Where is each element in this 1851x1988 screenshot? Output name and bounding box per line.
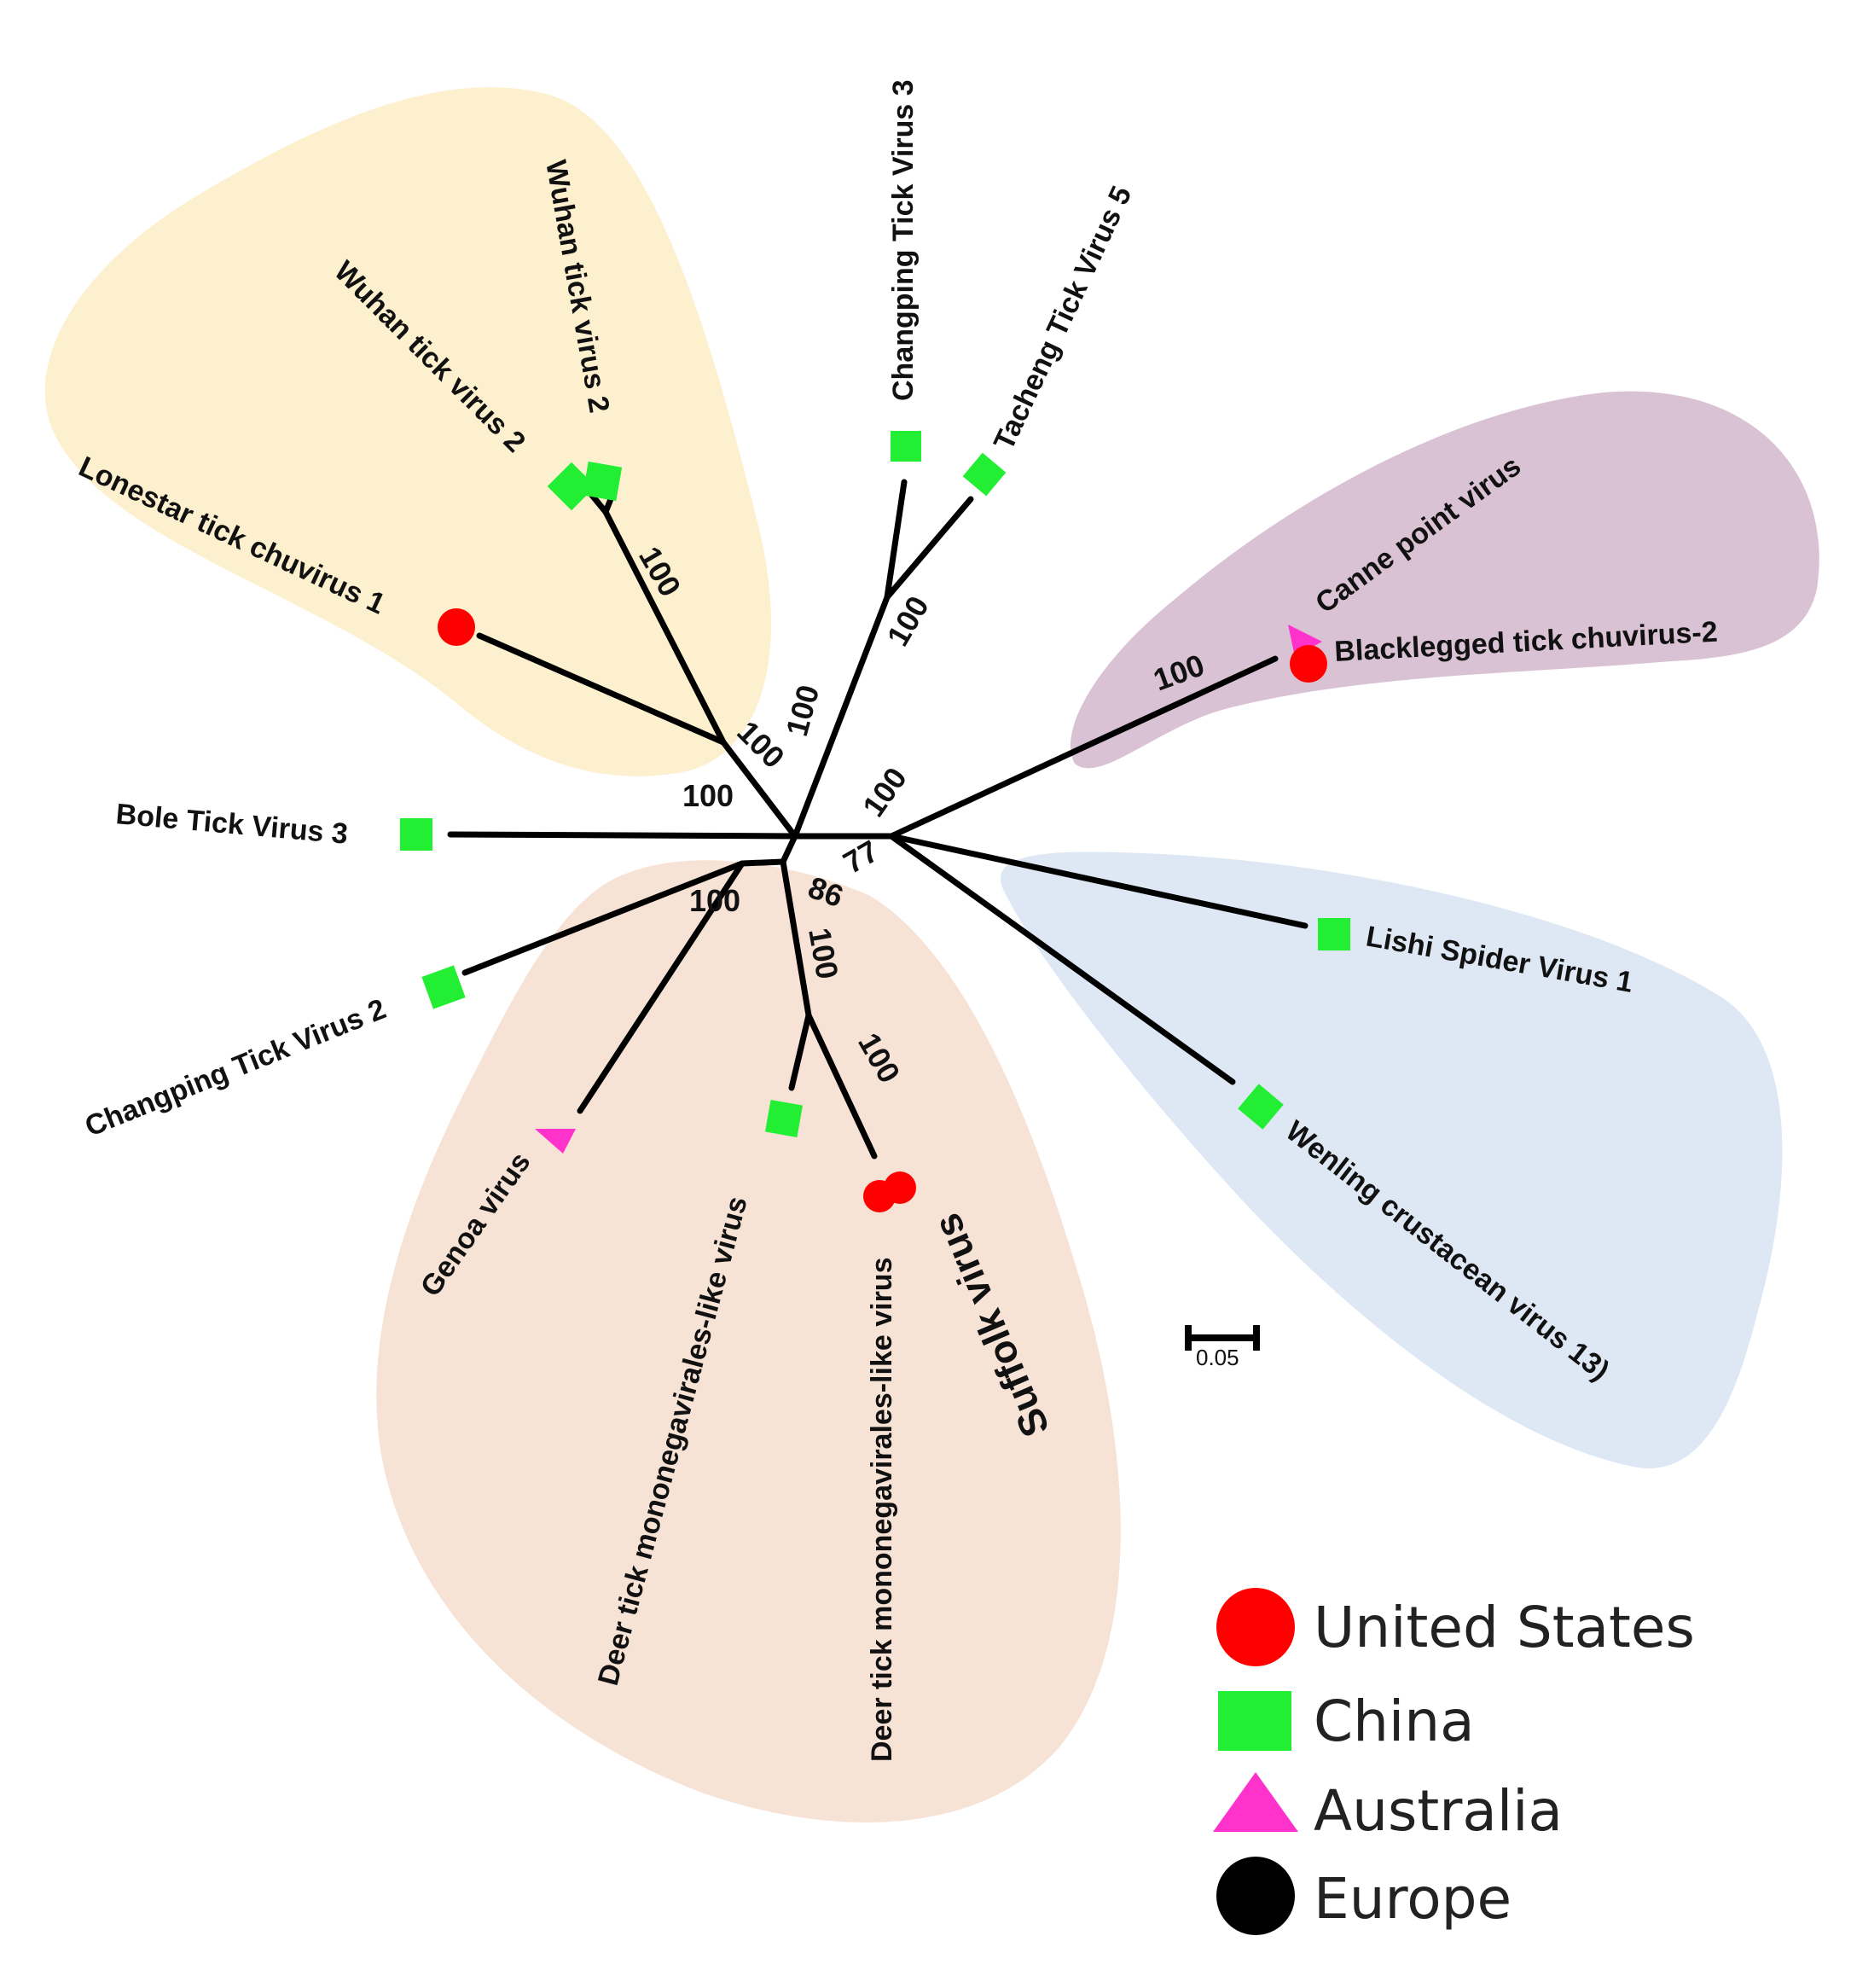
legend-icon-europe <box>1216 1857 1295 1935</box>
leaf-markers <box>400 431 1350 1212</box>
branch-center-down <box>780 833 798 865</box>
marker-tacheng5-china <box>962 452 1007 497</box>
bootstrap-77: 77 <box>838 833 885 881</box>
tree-branches <box>447 479 1308 1160</box>
legend-label-europe: Europe <box>1314 1866 1512 1932</box>
legend-label-united-states: United States <box>1314 1595 1695 1660</box>
branch-peach-stem <box>780 858 812 1019</box>
branch-wenling <box>888 833 1236 1085</box>
bootstrap-left: 100 <box>682 778 734 813</box>
branch-wuhan-stem <box>602 509 727 746</box>
branch-purple <box>888 655 1279 840</box>
legend-icon-china <box>1218 1691 1291 1751</box>
branch-bole3 <box>447 831 798 840</box>
legend-icon-australia <box>1213 1772 1298 1832</box>
scale-bar: 0.05 <box>1185 1325 1260 1370</box>
marker-blacklegged-us <box>1290 645 1327 683</box>
leaf-label-bole3: Bole Tick Virus 3 <box>114 798 349 851</box>
marker-wuhan2a-china <box>547 462 596 511</box>
marker-changping2-china <box>421 965 466 1009</box>
branch-deer1 <box>788 1012 812 1091</box>
clade-purple-region <box>1071 391 1819 769</box>
bootstrap-genoa: 100 <box>689 883 740 918</box>
marker-wuhan2b-china <box>582 461 623 502</box>
marker-wenling-china <box>1238 1084 1284 1130</box>
marker-changping3-china <box>891 431 921 462</box>
branch-left-stem <box>739 858 786 867</box>
clade-peach-region <box>376 860 1121 1822</box>
marker-genoa-australia <box>535 1129 576 1154</box>
marker-lishi-china <box>1318 918 1350 950</box>
branch-stem-upper <box>792 594 891 840</box>
leaf-label-deer2: Deer tick mononegavirales-like virus <box>866 1258 898 1762</box>
branch-stem-yellow <box>720 739 798 840</box>
branch-genoa <box>577 860 746 1114</box>
marker-canne-australia <box>1288 625 1322 657</box>
clade-blue-region <box>1001 852 1783 1468</box>
marker-deer1-china <box>764 1099 804 1138</box>
marker-suffolk-us-b <box>863 1180 896 1212</box>
bootstrap-purple-base: 100 <box>856 761 914 823</box>
leaf-label-changping3: Changping Tick Virus 3 <box>887 79 920 401</box>
marker-lonestar-us <box>438 608 475 646</box>
branch-suffolk <box>805 1012 878 1160</box>
branch-changping3 <box>884 479 908 601</box>
scale-bar-label: 0.05 <box>1196 1345 1239 1370</box>
legend-icon-united-states <box>1216 1588 1295 1666</box>
legend: United States China Australia Europe <box>1213 1588 1695 1935</box>
bootstrap-upper: 100 <box>779 681 826 740</box>
legend-label-australia: Australia <box>1314 1778 1563 1844</box>
legend-label-china: China <box>1314 1689 1475 1754</box>
branch-lishi <box>888 833 1308 929</box>
branch-tacheng5 <box>884 496 974 601</box>
branch-changping2 <box>461 860 746 976</box>
leaf-label-tacheng5: Tacheng Tick Virus 5 <box>988 181 1139 455</box>
marker-bole3-china <box>400 818 432 851</box>
leaf-label-changping2: Changping Tick Virus 2 <box>80 992 390 1142</box>
clade-yellow-region <box>44 87 772 776</box>
branch-lonestar <box>476 632 727 746</box>
